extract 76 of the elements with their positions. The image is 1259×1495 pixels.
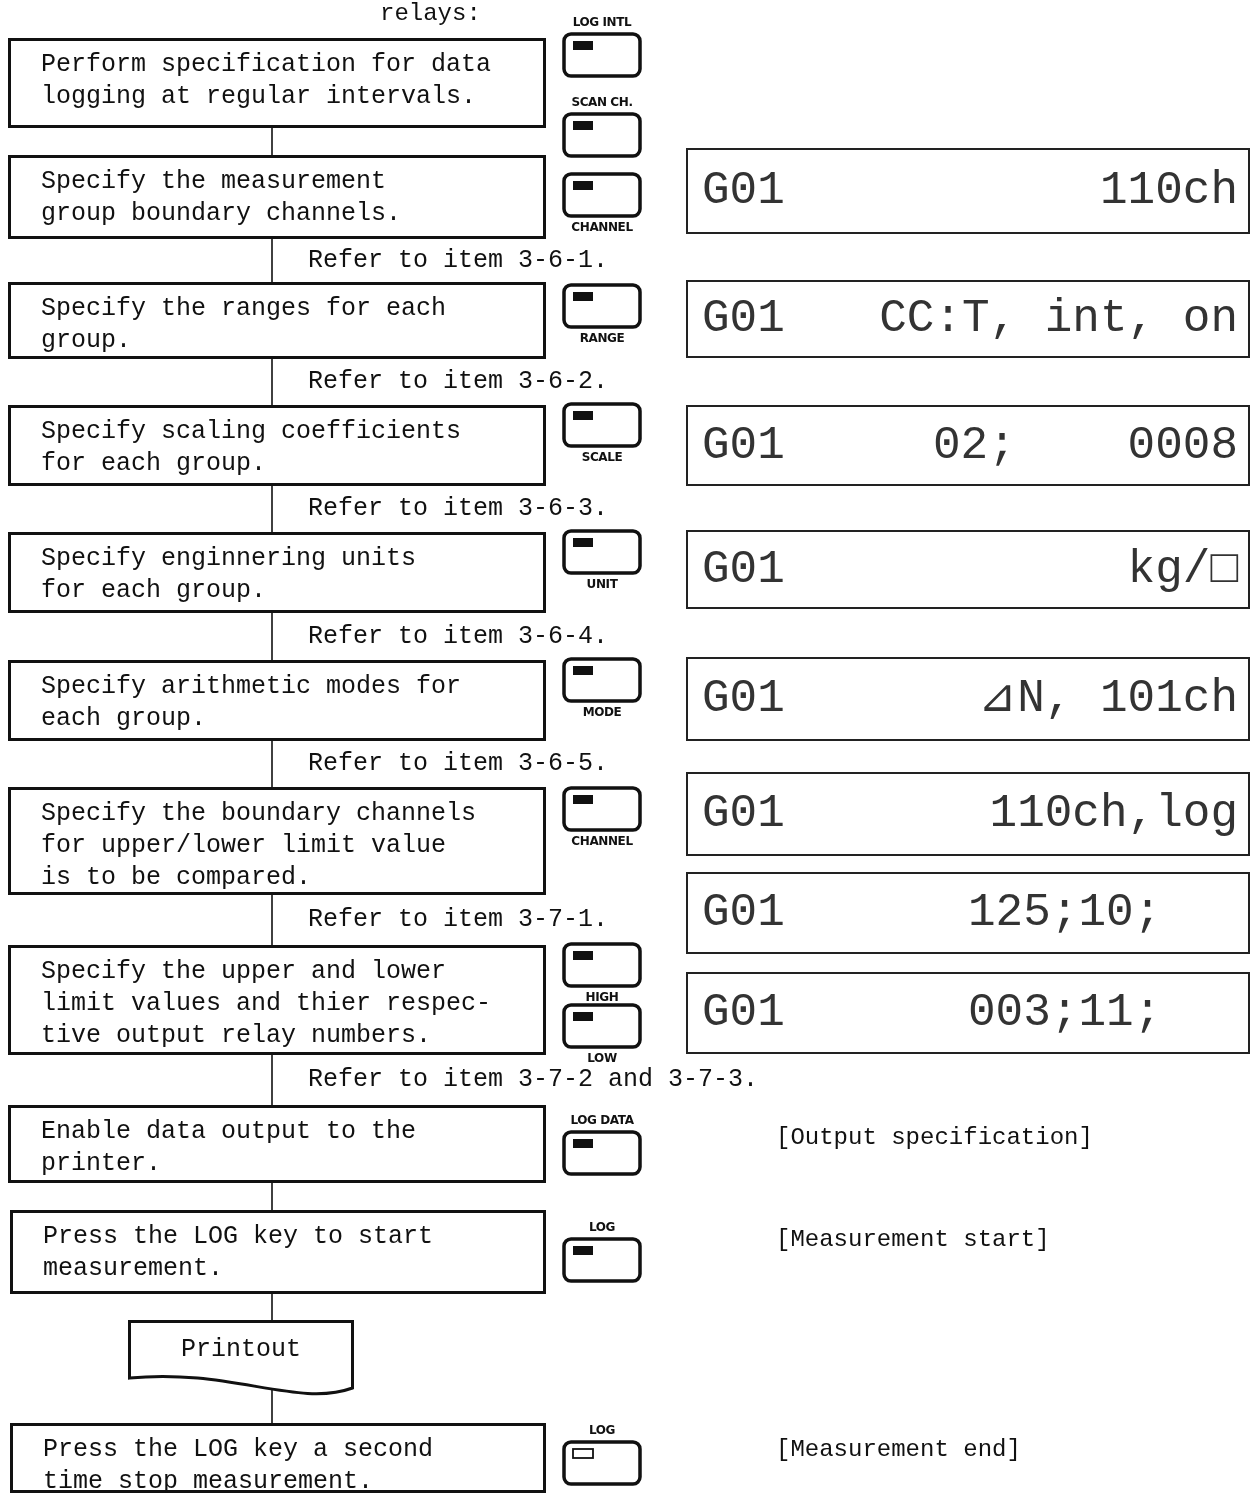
display-panel [686, 148, 1250, 234]
key-label: LOW [587, 1051, 617, 1065]
display-panel [686, 530, 1250, 609]
key-label: LOG [588, 1220, 616, 1234]
display-readout: 02; [933, 420, 1016, 471]
display-readout: G01 [702, 166, 785, 216]
process-box [8, 787, 546, 895]
display-readout: ⊿N, 101ch [978, 674, 1238, 724]
display-panel [686, 657, 1250, 741]
connector-line [271, 1389, 273, 1424]
step-note: [Measurement start] [776, 1226, 1050, 1254]
display-panel [686, 280, 1250, 358]
key-label: HIGH [585, 990, 619, 1004]
display-readout: 110ch,log [989, 789, 1238, 839]
connector-line [271, 1293, 273, 1321]
process-box [8, 1105, 546, 1183]
step-text: Specify scaling coefficients for each group. [41, 416, 463, 480]
step-text: Specify arithmetic modes for each group. [41, 671, 463, 735]
display-readout: G01 [702, 674, 785, 724]
step-text: Perform specification for data logging at regular intervals. [41, 49, 493, 113]
step-note: [Measurement end] [776, 1436, 1021, 1464]
process-box [8, 532, 546, 613]
display-panel [686, 972, 1250, 1054]
key-label: LOG DATA [570, 1113, 634, 1127]
step-text: Printout [181, 1335, 301, 1364]
display-readout: 125;10; [968, 888, 1162, 938]
process-box [8, 660, 546, 741]
connector-line [271, 894, 273, 946]
step-text: Specify the boundary channels for upper/lower limit value is to be compared. [41, 798, 477, 894]
process-box [8, 155, 546, 239]
key-label: RANGE [579, 331, 625, 345]
step-text: Specify the upper and lower limit values and thier respec- tive output relay numbers. [41, 956, 493, 1052]
display-readout: G01 [702, 294, 785, 344]
display-panel [686, 405, 1250, 486]
key-label: LOG INTL [572, 15, 632, 29]
display-readout: CC:T, int, on [879, 294, 1238, 344]
connector-line [271, 740, 273, 788]
process-box [8, 945, 546, 1055]
display-readout: G01 [702, 789, 785, 839]
connector-line [271, 485, 273, 533]
key-label: SCALE [581, 450, 623, 464]
connector-line [271, 358, 273, 406]
process-box [8, 405, 546, 486]
key-label: UNIT [586, 577, 618, 591]
display-readout: 003;11; [968, 988, 1162, 1038]
display-panel [686, 872, 1250, 954]
display-readout: G01 [702, 888, 785, 938]
step-text: Specify enginnering units for each group. [41, 543, 418, 607]
step-text: Specify the measurement group boundary channels. [41, 166, 402, 230]
connector-line [271, 1054, 273, 1106]
display-readout: G01 [702, 420, 785, 471]
key-label: CHANNEL [571, 834, 633, 848]
step-text: Specify the ranges for each group. [41, 293, 448, 357]
connector-line [271, 612, 273, 661]
display-readout: G01 [702, 544, 785, 595]
display-readout: 0008 [1127, 420, 1238, 471]
display-readout: G01 [702, 988, 785, 1038]
step-text: Press the LOG key to start measurement. [43, 1221, 435, 1285]
connector-line [271, 238, 273, 283]
step-text: Enable data output to the printer. [41, 1116, 418, 1180]
key-label: MODE [582, 705, 622, 719]
connector-line [271, 127, 273, 156]
key-label: LOG [588, 1423, 616, 1437]
step-note: [Output specification] [776, 1124, 1093, 1152]
connector-line [271, 1182, 273, 1211]
process-box [10, 1423, 546, 1493]
process-box [8, 38, 546, 128]
display-panel [686, 772, 1250, 856]
key-label: CHANNEL [571, 220, 633, 234]
display-readout: kg/□ [1127, 544, 1238, 595]
process-box [8, 282, 546, 359]
display-readout: 110ch [1099, 166, 1238, 216]
process-box [10, 1210, 546, 1294]
step-text: Press the LOG key a second time stop measurement. [43, 1434, 435, 1495]
heading-text: relays: [380, 0, 481, 28]
key-label: SCAN CH. [571, 95, 633, 109]
